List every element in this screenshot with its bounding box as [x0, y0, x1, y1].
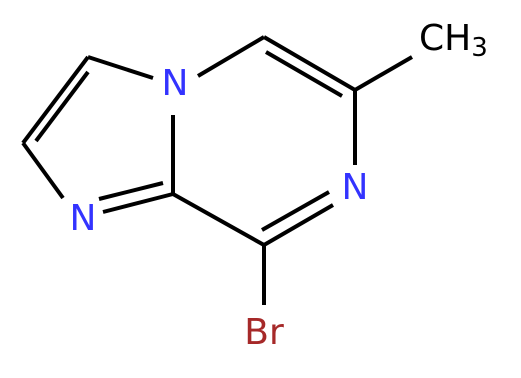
bond-c5-c6: [262, 35, 357, 92]
atom-labels: N N N Br CH3: [70, 18, 488, 353]
atom-label-n4: N: [162, 63, 189, 104]
bond-c2-n1: [21, 141, 65, 200]
methyl-subscript: 3: [471, 33, 488, 63]
bond-n1-c8a: [102, 192, 174, 214]
bond-c6-methyl: [353, 55, 414, 92]
bond-n4-c3: [87, 55, 154, 80]
atom-label-methyl: CH3: [419, 18, 488, 63]
bond-lines: [21, 35, 414, 305]
bond-c8-c8a: [172, 192, 265, 247]
bond-n7-c8-inner: [261, 190, 330, 232]
atom-label-br: Br: [244, 312, 284, 353]
atom-label-n1: N: [70, 198, 97, 239]
bond-n1-c8a-inner: [98, 181, 164, 201]
bond-c5-c6: [196, 35, 266, 78]
methyl-ch: CH: [419, 18, 471, 59]
atom-label-n7: N: [342, 167, 369, 208]
bond-c3-c2-inner: [34, 70, 90, 143]
bond-n7-c8: [262, 203, 335, 247]
bond-c3-c2: [21, 55, 90, 145]
bond-c5-c6-inner: [264, 50, 344, 98]
